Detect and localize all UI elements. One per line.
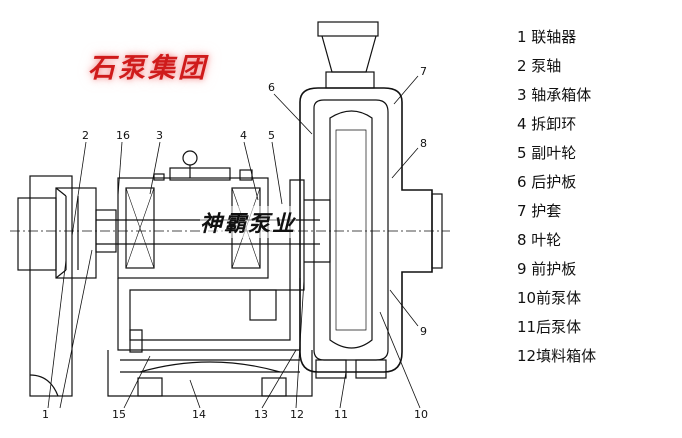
- legend-item-front-casing: 10前泵体: [517, 289, 582, 307]
- pump-casing-section: [289, 21, 443, 379]
- callout-5: 5: [268, 129, 275, 142]
- coupling-section: [17, 175, 117, 397]
- callout-9: 9: [420, 325, 427, 338]
- legend-item-volute-liner: 7 护套: [517, 202, 562, 220]
- legend-item-rear-liner: 6 后护板: [517, 173, 577, 191]
- callout-leaders: [47, 75, 421, 409]
- callout-7: 7: [420, 65, 427, 78]
- callout-2: 2: [82, 129, 89, 142]
- callout-6: 6: [268, 81, 275, 94]
- legend-item-stuffing-box: 12填料箱体: [517, 347, 597, 365]
- company-logo: 石泵集团: [88, 52, 208, 84]
- watermark-text: 神霸泵业: [200, 206, 297, 238]
- callout-15: 15: [112, 408, 126, 421]
- parts-legend: 1 联轴器 2 泵轴 3 轴承箱体 4 拆卸环 5 副叶轮 6 后护板 7 护套…: [517, 26, 677, 374]
- callout-10: 10: [414, 408, 428, 421]
- callout-3: 3: [156, 129, 163, 142]
- legend-item-front-liner: 9 前护板: [517, 260, 577, 278]
- legend-item-impeller: 8 叶轮: [517, 231, 562, 249]
- legend-item-dismantling-ring: 4 拆卸环: [517, 115, 577, 133]
- legend-item-bearing-housing: 3 轴承箱体: [517, 86, 592, 104]
- callout-8: 8: [420, 137, 427, 150]
- callout-1: 1: [42, 408, 49, 421]
- callout-16: 16: [116, 129, 130, 142]
- callout-13: 13: [254, 408, 268, 421]
- legend-item-expeller: 5 副叶轮: [517, 144, 577, 162]
- callout-12: 12: [290, 408, 304, 421]
- legend-item-coupling: 1 联轴器: [517, 28, 577, 46]
- legend-item-pump-shaft: 2 泵轴: [517, 57, 562, 75]
- callout-11: 11: [334, 408, 348, 421]
- callout-14: 14: [192, 408, 206, 421]
- callout-4: 4: [240, 129, 247, 142]
- legend-item-rear-casing: 11后泵体: [517, 318, 582, 336]
